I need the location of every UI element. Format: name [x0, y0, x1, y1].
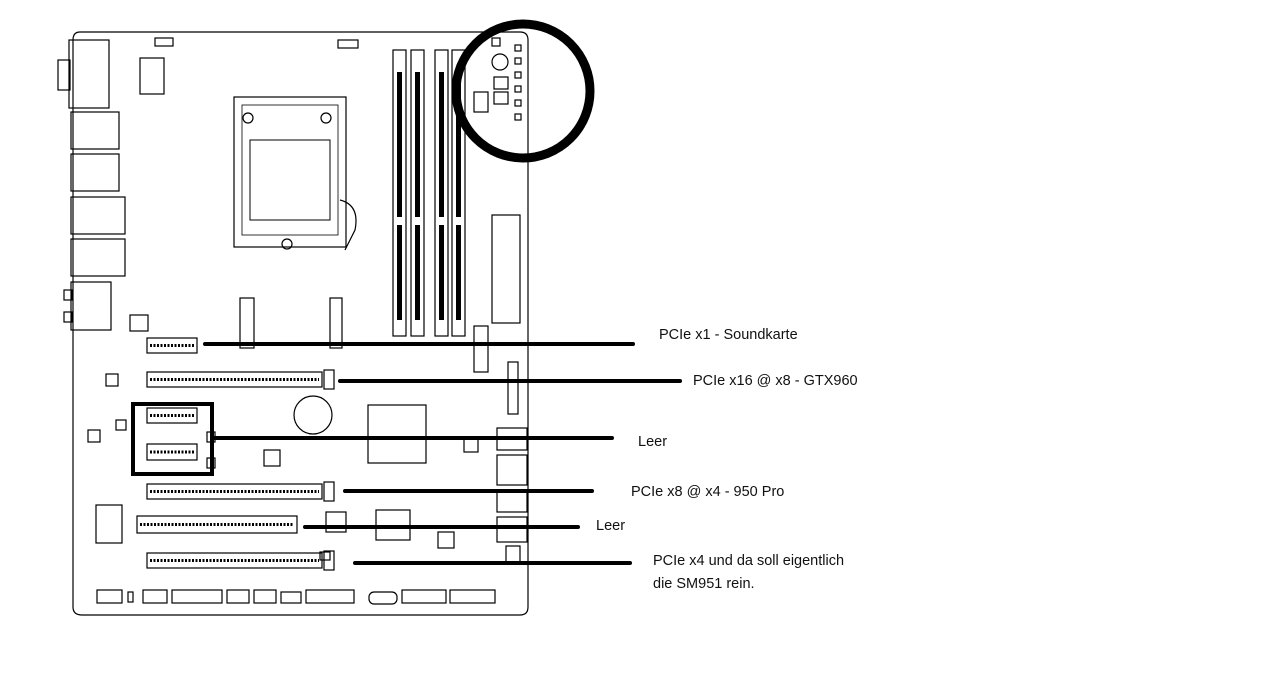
pcie-x1-slot — [146, 337, 198, 354]
io-port — [70, 196, 126, 235]
cpu-power-connector — [139, 57, 165, 95]
audio-port — [70, 281, 112, 331]
annotation-label-pcie-x4: PCIe x4 und da soll eigentlich — [653, 553, 845, 569]
board-outline — [72, 31, 529, 616]
pcie-slots — [136, 337, 335, 571]
annotation-label-pcie-x16: PCIe x16 @ x8 - GTX960 — [693, 373, 858, 389]
annotation-label-pcie-x8: PCIe x8 @ x4 - 950 Pro — [631, 484, 785, 500]
annotation-label-empty-1: Leer — [638, 434, 668, 450]
cmos-battery — [293, 395, 333, 435]
io-port — [70, 111, 120, 150]
io-port — [68, 39, 110, 109]
pcie-x1-slot-b — [146, 443, 198, 461]
pcie-x4-slot — [146, 552, 323, 569]
cpu-socket — [233, 96, 347, 248]
io-port — [70, 238, 126, 277]
highlight-circle — [451, 19, 595, 163]
annotation-label-pcie-x4-line2: die SM951 rein. — [653, 576, 755, 592]
dimm-slots — [392, 49, 466, 337]
pcie-x16-slot — [146, 371, 323, 388]
bottom-headers — [96, 589, 496, 605]
pcie-x8-slot — [146, 483, 323, 500]
atx-power-connector — [491, 214, 521, 324]
pcie-x1-slot-a — [146, 407, 198, 424]
pci-slot — [136, 515, 298, 534]
chipset — [367, 404, 427, 464]
io-port — [70, 153, 120, 192]
annotation-label-empty-2: Leer — [596, 518, 626, 534]
annotation-label-pcie-x1: PCIe x1 - Soundkarte — [659, 327, 798, 343]
